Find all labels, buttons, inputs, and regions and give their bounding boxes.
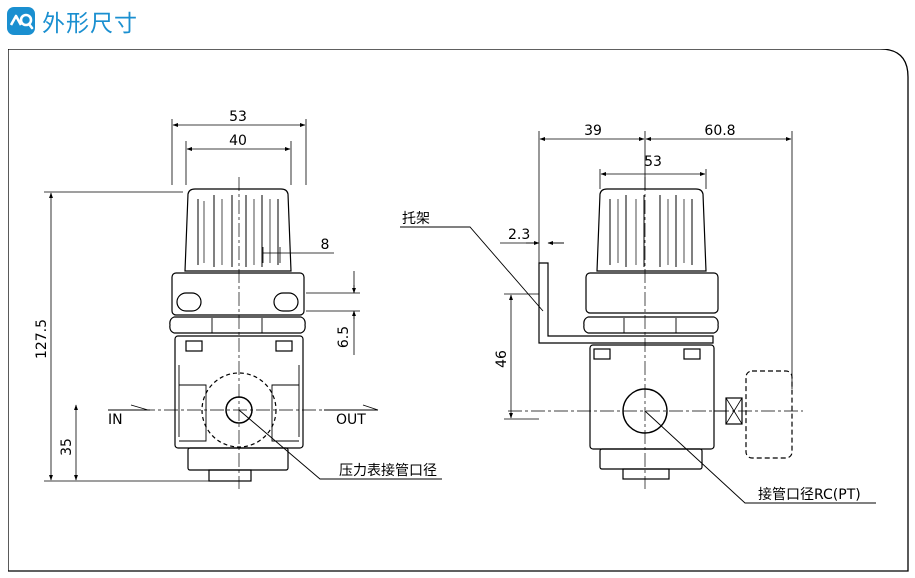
dim-40-left: 40 [229,133,247,149]
dim-8-left: 8 [321,237,330,253]
callout-port: 接管口径RC(PT) [758,486,861,503]
label-in: IN [108,412,123,428]
section-header: 外形尺寸 [6,4,138,38]
dim-53-right: 53 [644,154,662,170]
dim-6-5-left: 6.5 [336,326,352,348]
dim-2-3: 2.3 [508,227,530,243]
dim-60-8: 60.8 [704,123,735,139]
dim-127-5: 127.5 [34,319,50,359]
dim-35: 35 [59,438,75,456]
drawing-frame: 53 40 8 6.5 127.5 35 IN OUT 压力表接管口径 [8,49,909,572]
label-out: OUT [336,412,366,428]
page-title: 外形尺寸 [42,11,138,37]
chart-logo-icon [7,7,35,35]
right-view-drawing [400,131,876,504]
callout-gauge-port: 压力表接管口径 [339,462,437,479]
dim-53-left: 53 [229,109,247,125]
dim-46: 46 [494,350,510,368]
dim-39: 39 [584,123,602,139]
left-view-drawing [44,119,442,489]
callout-bracket: 托架 [402,211,430,227]
